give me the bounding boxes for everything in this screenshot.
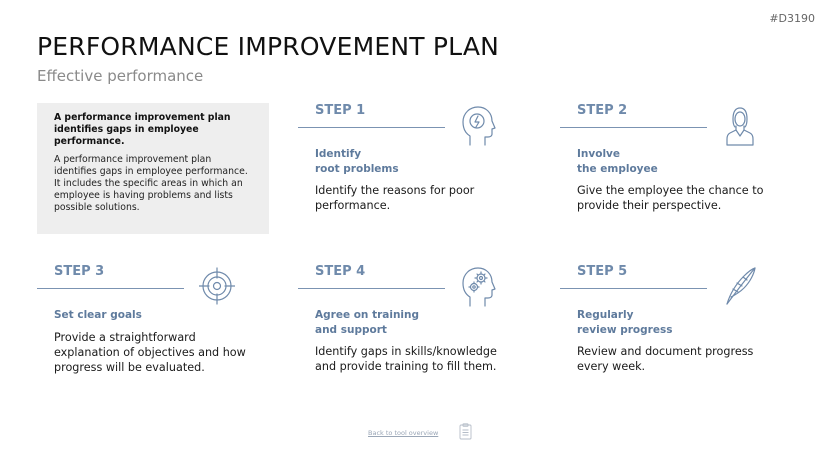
back-to-overview-link[interactable]: Back to tool overview (368, 429, 439, 437)
step-label: STEP 1 (315, 103, 366, 118)
gears-head-icon (462, 267, 496, 307)
step-text: Identify the reasons for poor performanc… (315, 184, 475, 212)
document-code: #D3190 (769, 12, 815, 25)
step-heading: Identify root problems (315, 147, 399, 177)
step-heading: Regularly review progress (577, 308, 672, 338)
target-icon (199, 267, 235, 305)
page-subtitle: Effective performance (37, 67, 204, 85)
intro-heading: A performance improvement plan identifie… (54, 112, 231, 147)
step-heading: Set clear goals (54, 308, 142, 323)
step-heading-line-1: Identify (315, 148, 362, 160)
step-divider (37, 288, 184, 289)
step-heading: Agree on training and support (315, 308, 419, 338)
step-label: STEP 4 (315, 264, 366, 279)
intro-body: A performance improvement plan identifie… (54, 154, 248, 213)
step-text: Identify gaps in skills/knowledge and pr… (315, 345, 497, 373)
step-text: Provide a straightforward explanation of… (54, 331, 246, 374)
step-heading-line-1: Set clear goals (54, 309, 142, 321)
step-heading-line-2: and support (315, 324, 387, 336)
step-heading: Involve the employee (577, 147, 658, 177)
step-label: STEP 2 (577, 103, 628, 118)
step-divider (560, 288, 707, 289)
step-heading-line-1: Involve (577, 148, 621, 160)
page-title: PERFORMANCE IMPROVEMENT PLAN (37, 32, 500, 61)
step-divider (298, 127, 445, 128)
employee-icon (726, 107, 754, 146)
step-heading-line-1: Regularly (577, 309, 634, 321)
quill-icon (726, 267, 756, 305)
step-divider (560, 127, 707, 128)
step-heading-line-2: review progress (577, 324, 673, 336)
step-heading-line-2: root problems (315, 163, 399, 175)
clipboard-icon[interactable] (459, 423, 472, 440)
step-label: STEP 3 (54, 264, 105, 279)
step-heading-line-1: Agree on training (315, 309, 420, 321)
step-divider (298, 288, 445, 289)
step-text: Review and document progress every week. (577, 345, 754, 373)
step-label: STEP 5 (577, 264, 628, 279)
step-text: Give the employee the chance to provide … (577, 184, 764, 212)
step-heading-line-2: the employee (577, 163, 658, 175)
intro-box: A performance improvement plan identifie… (37, 103, 269, 234)
brain-head-icon (462, 106, 496, 146)
